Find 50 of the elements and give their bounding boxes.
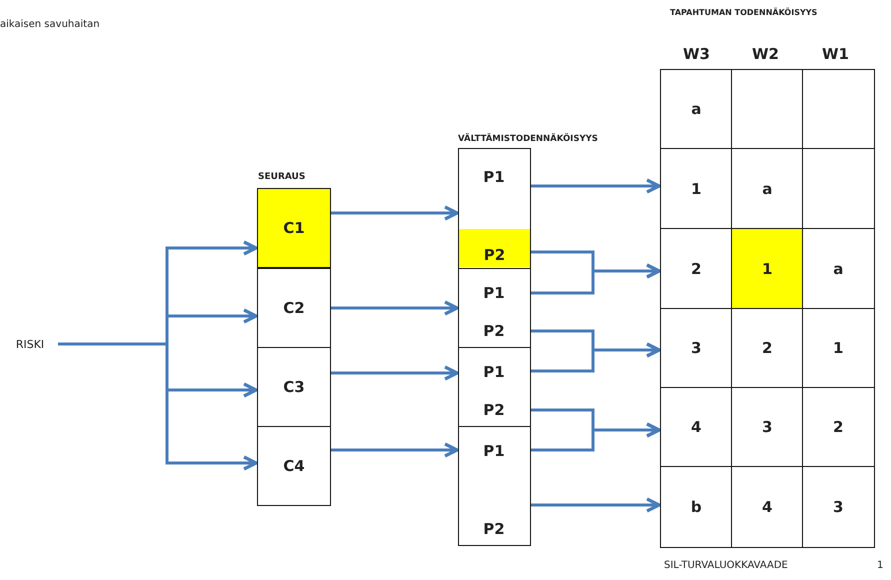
matrix-cell: 2 (802, 387, 874, 468)
column-heading: W3 (683, 45, 710, 63)
probability-column-box (458, 347, 531, 427)
category-box: C1 (257, 188, 331, 268)
category-box: C3 (257, 347, 331, 427)
cut-off-text: aikaisen savuhaitan (0, 19, 100, 30)
matrix-cell: 3 (660, 308, 732, 388)
probability-entry: P1 (459, 277, 529, 309)
category-box: C4 (257, 426, 331, 506)
probability-entry: P1 (459, 157, 529, 197)
arrow (529, 422, 661, 452)
probability-column-box (458, 426, 531, 546)
matrix-cell: 1 (731, 228, 804, 310)
arrow (529, 263, 661, 294)
column-heading: SEURAUS (258, 172, 306, 182)
column-heading: W2 (752, 45, 779, 63)
probability-entry: P1 (459, 356, 529, 388)
probability-column-box (458, 148, 531, 269)
arrow (331, 300, 459, 316)
column-heading: W1 (822, 45, 849, 63)
probability-entry: P2 (459, 315, 529, 347)
matrix-cell: 1 (660, 148, 732, 230)
matrix-cell: 3 (731, 387, 804, 468)
probability-entry: P2 (459, 394, 529, 426)
matrix-cell: 4 (660, 387, 732, 468)
probability-entry: P1 (459, 435, 529, 467)
matrix-cell: a (731, 148, 804, 230)
matrix-cell: 2 (660, 228, 732, 310)
arrow (529, 342, 661, 372)
page-number: 1 (877, 560, 884, 571)
arrow (331, 442, 459, 458)
input-text: RISKI (10, 334, 50, 354)
matrix-cell: 4 (731, 466, 804, 548)
column-heading: VÄLTTÄMISTODENNÄKÖISYYS (458, 134, 598, 144)
probability-entry: P2 (459, 513, 529, 545)
matrix-cell: 2 (731, 308, 804, 388)
category-box: P2 (459, 229, 530, 267)
matrix-cell: 3 (802, 466, 874, 548)
axis-heading: TAPAHTUMAN TODENNÄKÖISYYS (670, 8, 818, 17)
matrix-cell: a (660, 69, 732, 150)
arrow (331, 365, 459, 381)
category-box: C2 (257, 268, 331, 348)
probability-column-box (458, 268, 531, 348)
arrow (529, 178, 661, 194)
matrix-cell: b (660, 466, 732, 548)
arrow (331, 205, 459, 221)
matrix-cell: 1 (802, 308, 874, 388)
matrix-cell: a (802, 228, 874, 310)
footer-text: SIL-TURVALUOKKAVAADE (664, 560, 788, 571)
arrow (529, 497, 661, 513)
